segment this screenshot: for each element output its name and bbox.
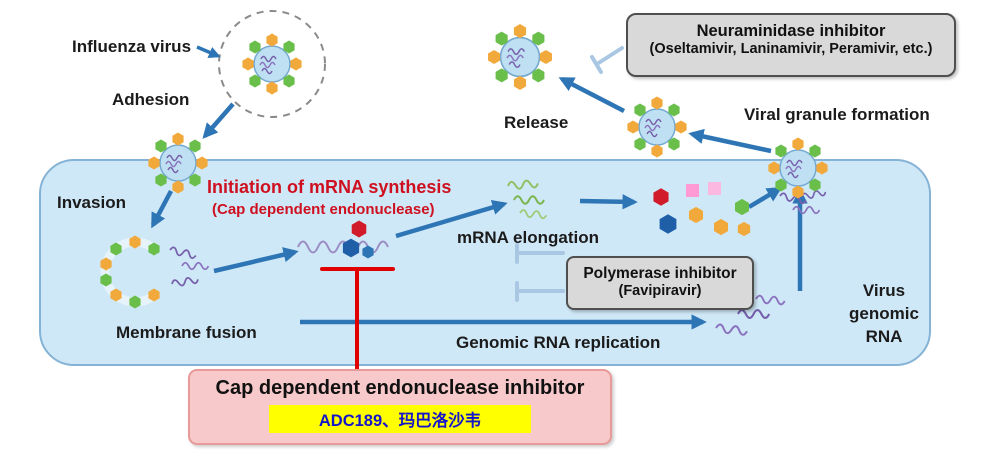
adhesion-label: Adhesion	[112, 90, 190, 109]
inhibition-tees-light	[515, 46, 624, 302]
neuraminidase-inhibitor-title: Neuraminidase inhibitor	[696, 22, 886, 40]
genomic-rna-replication-label: Genomic RNA replication	[456, 333, 661, 352]
membrane-fusion-label: Membrane fusion	[116, 323, 257, 342]
arrow-fusion-to-endonuclease	[213, 247, 299, 274]
inhibition-tee-red	[320, 267, 395, 373]
viral-protein-cluster	[653, 182, 751, 237]
neuraminidase-inhibitor-drugs: (Oseltamivir, Laninamivir, Peramivir, et…	[649, 41, 933, 57]
virus-particle-virion-icon	[627, 97, 686, 158]
arrow-to-mrna	[395, 199, 508, 239]
polymerase-inhibitor-title: Polymerase inhibitor	[583, 265, 737, 282]
neuraminidase-inhibitor-box: Neuraminidase inhibitor (Oseltamivir, La…	[626, 13, 956, 77]
arrow-label-to-virus	[196, 45, 221, 58]
neuraminidase-inhibit-cap	[590, 55, 603, 74]
cap-endonuclease-sublabel: (Cap dependent endonuclease)	[212, 201, 435, 218]
endonuclease-complex	[297, 220, 389, 259]
polymerase-inhibitor-box: Polymerase inhibitor (Favipiravir)	[566, 256, 754, 310]
invasion-label: Invasion	[57, 193, 126, 212]
polymerase-inhibitor-drugs: (Favipiravir)	[618, 283, 702, 299]
host-cell-body	[39, 159, 931, 366]
cap-endonuclease-inhibitor-box: Cap dependent endonuclease inhibitor ADC…	[188, 369, 612, 445]
arrow-invasion	[151, 189, 173, 229]
arrow-adhesion	[202, 102, 235, 139]
membrane-fusion-envelope	[100, 235, 160, 309]
release-label: Release	[504, 113, 569, 132]
virus-particle-icon	[242, 34, 301, 95]
cap-endonuclease-inhibitor-title: Cap dependent endonuclease inhibitor	[215, 377, 585, 399]
arrow-mrna-to-proteins	[579, 194, 638, 210]
cap-endonuclease-inhibitor-drugs: ADC189、玛巴洛沙韦	[269, 405, 531, 433]
arrow-release	[558, 77, 626, 113]
virus-genomic-rna-label: Virus genomic RNA	[849, 281, 919, 346]
viral-granule-formation-label: Viral granule formation	[744, 105, 930, 124]
neuraminidase-inhibit-line	[595, 46, 624, 66]
flow-arrows	[151, 45, 808, 330]
mrna-elongation-label: mRNA elongation	[457, 228, 599, 247]
virus-particle-released-icon	[488, 24, 552, 90]
influenza-virus-label: Influenza virus	[72, 37, 192, 56]
initiation-mrna-label: Initiation of mRNA synthesis	[207, 177, 452, 197]
dashed-highlight-circle	[218, 10, 326, 118]
arrow-proteins-to-budding	[747, 187, 783, 209]
arrow-granule-to-virion	[688, 128, 772, 154]
